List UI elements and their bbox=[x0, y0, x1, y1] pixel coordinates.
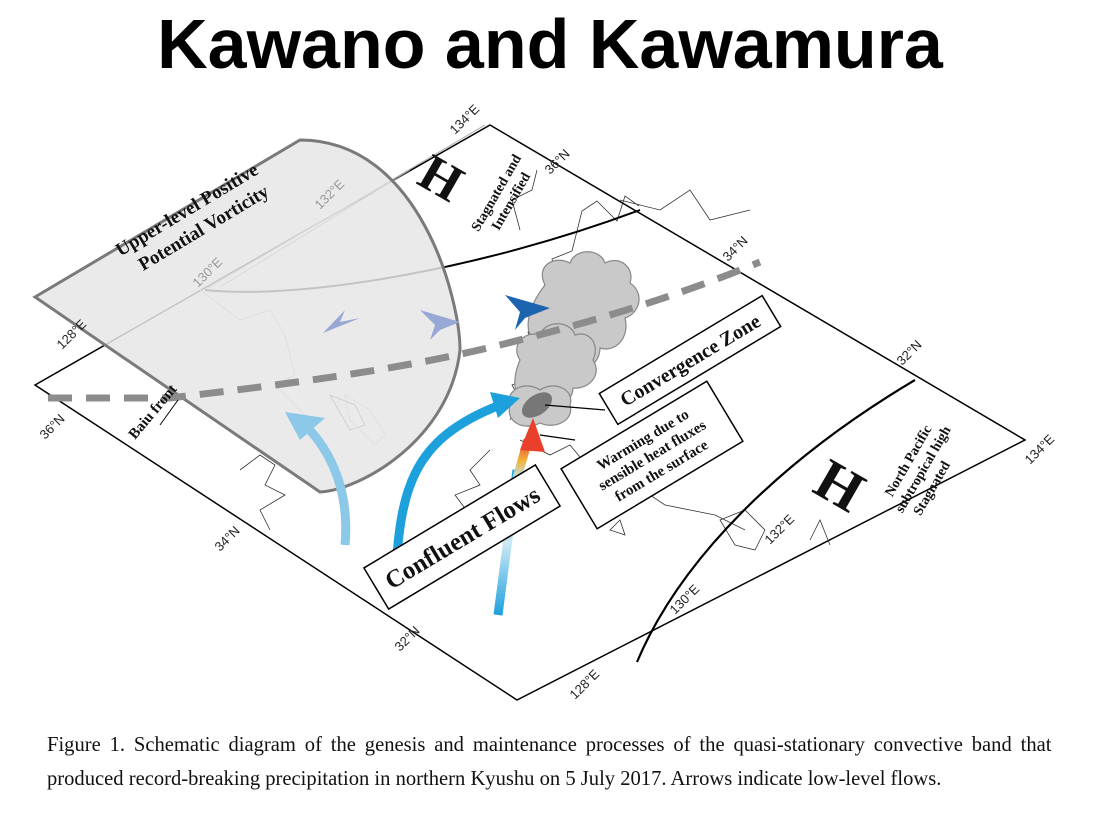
warm-arrow-head bbox=[520, 418, 545, 452]
svg-text:32°N: 32°N bbox=[392, 623, 423, 654]
svg-text:34°N: 34°N bbox=[720, 233, 751, 264]
upper-pv-region bbox=[32, 138, 462, 494]
schematic-diagram: Convergence Zone Warming due to sensible… bbox=[32, 101, 1058, 702]
baiu-front-leader bbox=[159, 399, 179, 426]
pale-arrow-left-head bbox=[285, 412, 325, 440]
svg-text:32°N: 32°N bbox=[894, 337, 925, 368]
confluent-flows-box: Confluent Flows bbox=[362, 463, 562, 611]
svg-text:34°N: 34°N bbox=[212, 523, 243, 554]
pale-arrow-left bbox=[301, 421, 351, 546]
convective-cloud-band bbox=[508, 251, 640, 427]
svg-text:H: H bbox=[409, 144, 473, 214]
high-south: H North Pacific subtropical high Stagnat… bbox=[804, 423, 955, 525]
svg-text:36°N: 36°N bbox=[542, 146, 573, 177]
warming-leader bbox=[539, 434, 576, 441]
svg-text:36°N: 36°N bbox=[37, 411, 68, 442]
baiu-front-line bbox=[48, 258, 762, 402]
high-north: H Stagnated and Intensified bbox=[409, 144, 534, 234]
figure-caption: Figure 1. Schematic diagram of the genes… bbox=[47, 732, 1052, 790]
slide-title: Kawano and Kawamura bbox=[157, 5, 943, 83]
pale-arrowhead-1 bbox=[323, 310, 360, 333]
svg-text:134°E: 134°E bbox=[1022, 431, 1058, 467]
svg-text:132°E: 132°E bbox=[762, 511, 798, 547]
convergence-leader bbox=[544, 404, 606, 411]
warm-core-ellipse bbox=[521, 392, 553, 418]
dark-arrowhead bbox=[505, 295, 550, 330]
pale-arrowhead-2 bbox=[420, 310, 460, 340]
baiu-front-label: Baiu front bbox=[126, 382, 181, 443]
svg-text:H: H bbox=[804, 446, 876, 525]
high-boundary-south bbox=[635, 379, 916, 663]
blue-arrow-curved-head bbox=[490, 392, 520, 418]
